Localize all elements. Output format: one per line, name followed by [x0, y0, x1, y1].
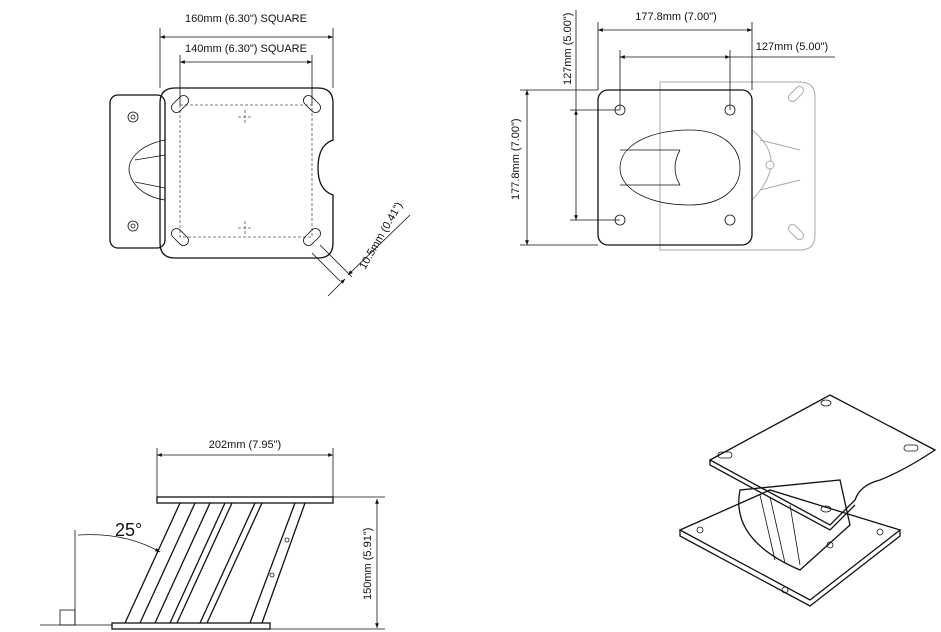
- height-dimension: 150mm (5.91"): [362, 528, 374, 600]
- iso-top-plate: [708, 394, 937, 526]
- mounting-slot-holes: [171, 95, 321, 246]
- base-plate: [597, 89, 753, 246]
- base-view: 177.8mm (7.00") 127mm (5.00") 127mm (5.0…: [510, 10, 835, 251]
- side-base-plate: [111, 622, 271, 630]
- angle-label: 25°: [115, 520, 142, 540]
- base-width-dimension: 177.8mm (7.00"): [635, 11, 717, 23]
- top-view: 160mm (6.30") SQUARE 140mm (6.30") SQUAR…: [109, 13, 411, 297]
- hole-size-dimension: 10.5mm (0.41"): [357, 200, 405, 271]
- plate-length-dimension: 202mm (7.95"): [209, 439, 281, 451]
- hole-spacing-y-dimension: 127mm (5.00"): [562, 13, 574, 85]
- outer-square-dimension: 160mm (6.30") SQUARE: [185, 13, 307, 25]
- hole-square: [179, 104, 313, 238]
- hole-square-dimension: 140mm (6.30") SQUARE: [185, 43, 307, 55]
- base-height-dimension: 177.8mm (7.00"): [510, 118, 522, 200]
- isometric-view: [678, 394, 937, 607]
- side-top-plate: [156, 496, 334, 504]
- hole-spacing-x-dimension: 127mm (5.00"): [756, 41, 828, 53]
- side-view: 202mm (7.95") 150mm (5.91") 25°: [40, 439, 385, 630]
- back-plate: [109, 94, 166, 249]
- top-plate: [159, 87, 334, 259]
